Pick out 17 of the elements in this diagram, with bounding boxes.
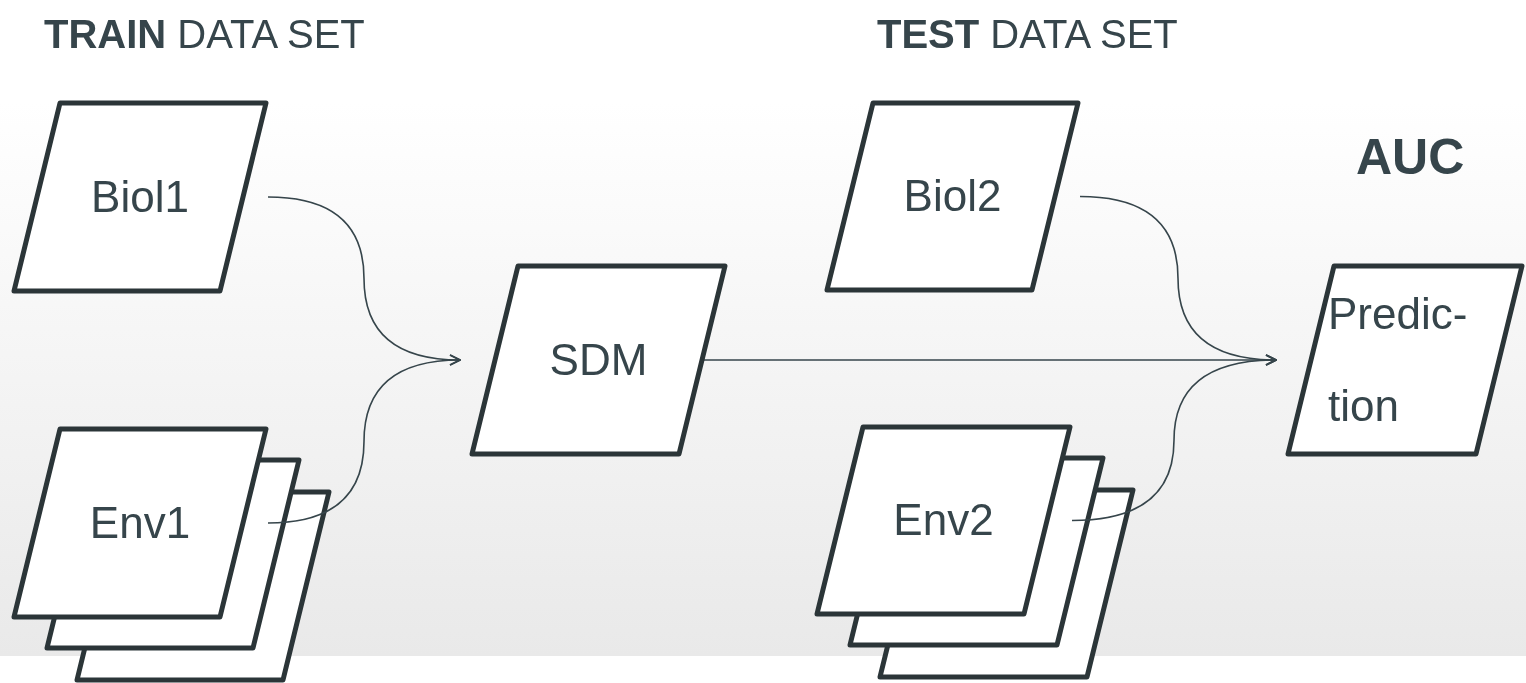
node-label: Biol2 (903, 170, 1002, 223)
metric-label: AUC (1356, 128, 1465, 186)
data-parallelogram (1286, 264, 1524, 456)
node-label: SDM (549, 333, 648, 386)
node-label: Env1 (89, 496, 191, 549)
data-parallelogram (12, 101, 268, 293)
data-parallelogram (12, 427, 268, 619)
node-label: Predic- tion (1328, 287, 1469, 432)
node-label: Biol1 (91, 170, 189, 223)
data-parallelogram (815, 425, 1072, 616)
node-label: Env2 (893, 494, 994, 547)
data-parallelogram (825, 101, 1080, 292)
arrow (1071, 354, 1277, 522)
section-heading: TRAIN DATA SET (44, 12, 365, 57)
section-heading: TEST DATA SET (877, 12, 1178, 57)
data-parallelogram (470, 264, 727, 456)
arrow (267, 354, 461, 524)
